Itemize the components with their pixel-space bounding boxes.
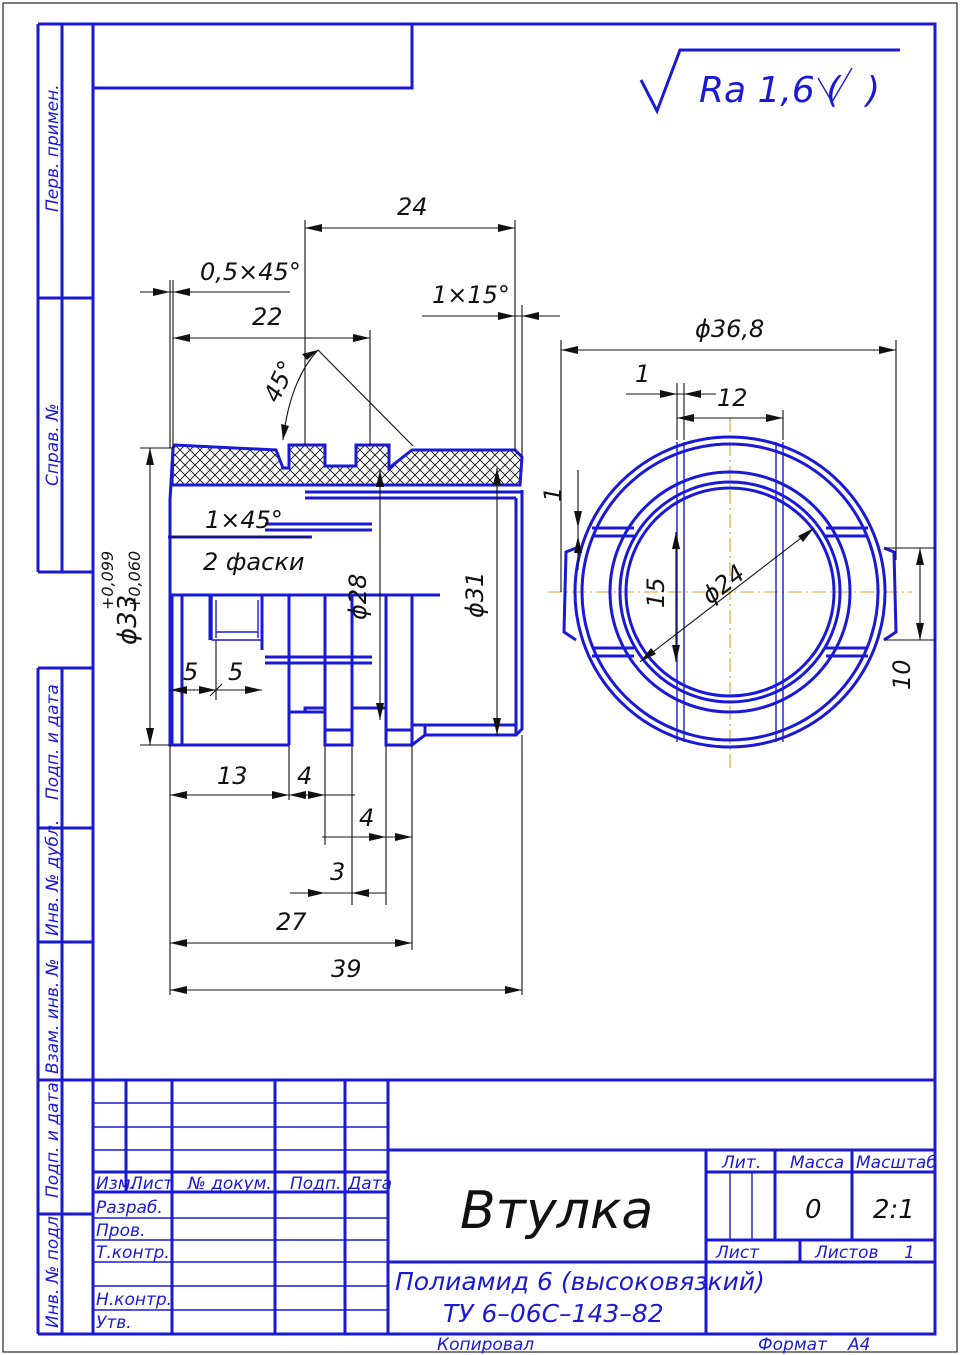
tb-part-name: Втулка: [460, 1181, 653, 1241]
dim-dia33-lower: +0,060: [125, 551, 144, 610]
title-block: Изм. Лист № докум. Подп. Дата Разраб. Пр…: [93, 1078, 937, 1334]
tb-col-podp: Подп.: [290, 1174, 341, 1194]
tb-listov: Листов: [814, 1243, 879, 1263]
dim-4a: 4: [297, 762, 312, 790]
roughness-text: Ra 1,6 (: [699, 70, 842, 111]
section-dimensions: 24 0,5×45° 22 1×15° 45° 1×45° 2 фаски ϕ3…: [98, 193, 560, 995]
section-view: [168, 443, 524, 747]
sheet-footer: Копировал Формат А4: [437, 1335, 870, 1355]
tb-listov-value: 1: [904, 1243, 915, 1263]
dim-1-left: 1: [539, 487, 567, 502]
dim-5a: 5: [183, 658, 198, 686]
dim-27: 27: [276, 908, 307, 936]
side-stamp-podl: Инв. № подл.: [43, 1211, 63, 1328]
tb-col-data: Дата: [347, 1174, 392, 1194]
dim-dia28: ϕ28: [344, 574, 372, 620]
dim-dia36-8: ϕ36,8: [695, 315, 764, 343]
side-stamp-sprav: Справ. №: [43, 403, 63, 486]
dim-dia33-upper: +0,099: [98, 551, 117, 610]
tb-row-prov: Пров.: [96, 1221, 145, 1241]
dim-1-top: 1: [635, 360, 650, 388]
tb-col-izm: Изм.: [96, 1174, 136, 1194]
roughness-symbol: Ra 1,6 ( ): [639, 48, 900, 115]
dim-chamfer-1x45: 1×45°: [205, 506, 283, 534]
tb-col-doc: № докум.: [187, 1174, 272, 1194]
dim-12: 12: [717, 384, 748, 412]
tb-row-nkontr: Н.контр.: [96, 1290, 172, 1310]
dim-39: 39: [331, 955, 362, 983]
tb-row-razrab: Разраб.: [96, 1198, 163, 1218]
tb-massa-value: 0: [805, 1195, 822, 1225]
side-stamp-podp1: Подп. и дата: [43, 684, 63, 800]
tb-massa: Масса: [790, 1153, 844, 1173]
tb-material-line2: ТУ 6–06С–143–82: [443, 1299, 664, 1328]
side-stamp-podp2: Подп. и дата: [43, 1082, 63, 1198]
dim-5b: 5: [228, 658, 243, 686]
side-stamps: Перв. примен. Справ. № Подп. и дата Инв.…: [43, 84, 63, 1328]
dim-3: 3: [330, 858, 345, 886]
dim-13: 13: [217, 762, 248, 790]
footer-kopiroval: Копировал: [437, 1335, 534, 1355]
footer-format-label: Формат: [758, 1335, 828, 1355]
dim-chamfer-05: 0,5×45°: [200, 258, 301, 286]
tb-material-line1: Полиамид 6 (высоковязкий): [395, 1267, 765, 1296]
side-stamp-dubl: Инв. № дубл.: [43, 820, 63, 936]
dim-24: 24: [397, 193, 428, 221]
dim-dia31: ϕ31: [461, 572, 489, 618]
side-stamp-perv: Перв. примен.: [43, 84, 63, 212]
tb-scale-value: 2:1: [873, 1195, 915, 1225]
dim-dia33: ϕ33: [113, 595, 143, 645]
roughness-close: ): [863, 70, 880, 111]
tb-row-utv: Утв.: [96, 1313, 132, 1333]
tb-row-tkontr: Т.контр.: [96, 1243, 170, 1263]
dim-two-chamfers: 2 фаски: [203, 548, 304, 576]
dim-chamfer-1x15: 1×15°: [432, 281, 510, 309]
dim-angle-45: 45°: [258, 356, 301, 406]
end-view-dimensions: ϕ36,8 1 12 1 15 ϕ24 10: [539, 315, 935, 690]
footer-format-value: А4: [847, 1335, 870, 1355]
tb-col-list: Лист: [129, 1174, 174, 1194]
dim-4b: 4: [359, 804, 374, 832]
dim-22: 22: [252, 303, 283, 331]
dim-15: 15: [642, 577, 670, 608]
hatched-wall: [170, 443, 524, 487]
side-stamp-vzam: Взам. инв. №: [43, 959, 63, 1074]
dim-dia24: ϕ24: [696, 559, 750, 610]
tb-masshtab: Масштаб: [856, 1153, 937, 1173]
tb-lit: Лит.: [721, 1153, 761, 1173]
end-view: [548, 418, 912, 772]
tb-list: Лист: [715, 1243, 760, 1263]
dim-10: 10: [888, 659, 916, 690]
